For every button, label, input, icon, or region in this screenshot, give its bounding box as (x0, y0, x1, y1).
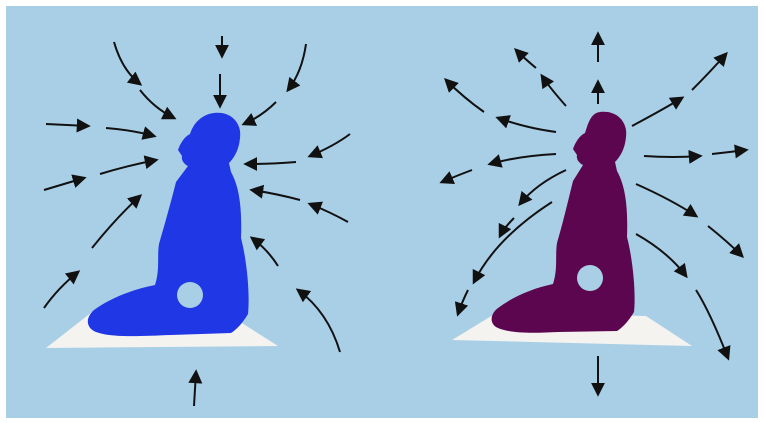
arrow-outward-icon (696, 290, 728, 358)
arrow-outward-icon (446, 80, 484, 112)
arrow-inward-icon (46, 124, 88, 126)
arrow-inward-icon (92, 196, 140, 248)
arrow-inward-icon (288, 44, 306, 90)
arrow-inward-icon (44, 178, 84, 190)
arrow-outward-icon (498, 118, 556, 132)
arrow-outward-icon (442, 170, 472, 182)
illustration-canvas (6, 6, 758, 418)
arrow-inward-icon (114, 42, 140, 84)
arrow-inward-icon (252, 190, 300, 200)
right-panel (442, 34, 746, 394)
arrow-outward-icon (712, 150, 746, 154)
arrow-outward-icon (692, 54, 726, 90)
arrow-inward-icon (140, 90, 174, 118)
arrow-outward-icon (644, 156, 700, 157)
left-panel (44, 36, 350, 406)
arrow-outward-icon (632, 98, 682, 126)
arrow-inward-icon (246, 162, 296, 164)
arrow-inward-icon (310, 204, 348, 222)
arrow-outward-icon (458, 290, 468, 314)
right-meditating-figure (492, 112, 635, 333)
arrow-inward-icon (100, 160, 156, 174)
arrow-outward-icon (516, 50, 536, 68)
arrow-outward-icon (520, 170, 566, 204)
arrow-inward-icon (252, 238, 278, 266)
arrow-inward-icon (298, 290, 340, 352)
arrow-inward-icon (244, 102, 276, 124)
arrow-inward-icon (194, 372, 196, 406)
arrow-outward-icon (708, 226, 742, 256)
arrow-outward-icon (490, 154, 556, 164)
arrow-inward-icon (310, 134, 350, 156)
illustration-svg (6, 6, 758, 418)
right-figure-center-circle (577, 265, 603, 291)
arrow-inward-icon (106, 128, 154, 136)
left-figure-center-circle (177, 282, 203, 308)
arrow-inward-icon (44, 272, 78, 308)
arrow-outward-icon (542, 76, 566, 106)
arrow-outward-icon (474, 202, 552, 282)
arrow-outward-icon (636, 234, 686, 276)
arrow-outward-icon (636, 184, 696, 216)
